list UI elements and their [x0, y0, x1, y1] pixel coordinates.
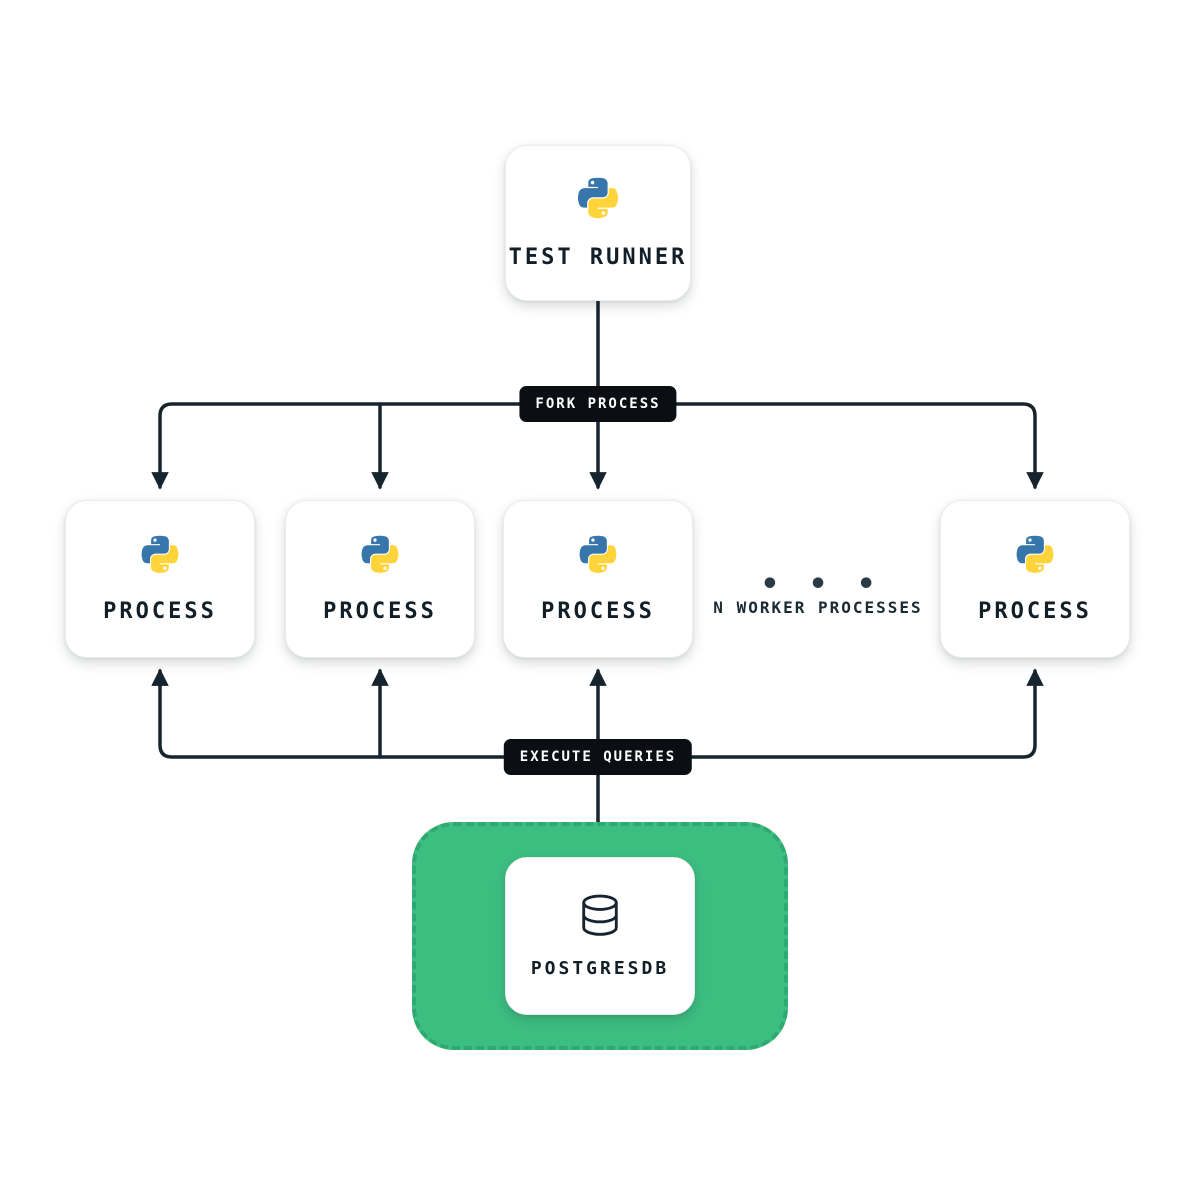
process-node-3: PROCESS	[503, 500, 693, 658]
execute-queries-label: EXECUTE QUERIES	[503, 739, 693, 775]
process-label: PROCESS	[323, 598, 437, 624]
python-icon	[575, 535, 621, 581]
process-node-4: PROCESS	[940, 500, 1130, 658]
process-label: PROCESS	[541, 598, 655, 624]
process-label: PROCESS	[978, 598, 1092, 624]
database-icon	[577, 894, 623, 944]
workers-annotation: • • • N WORKER PROCESSES	[700, 567, 936, 618]
postgres-node: POSTGRESDB	[505, 857, 695, 1015]
workers-annotation-label: N WORKER PROCESSES	[713, 598, 923, 617]
process-label: PROCESS	[103, 598, 217, 624]
python-icon	[357, 535, 403, 581]
fork-process-label: FORK PROCESS	[519, 386, 677, 422]
arrow-fork-to-process-1	[151, 402, 600, 490]
process-node-1: PROCESS	[65, 500, 255, 658]
test-runner-node: TEST RUNNER	[505, 145, 691, 301]
arrow-queries-from-process-4	[596, 668, 1044, 759]
arrow-fork-to-process-4	[596, 402, 1044, 490]
python-icon	[573, 177, 623, 227]
python-icon	[1012, 535, 1058, 581]
python-icon	[137, 535, 183, 581]
process-node-2: PROCESS	[285, 500, 475, 658]
test-runner-label: TEST RUNNER	[508, 244, 688, 270]
postgres-label: POSTGRESDB	[530, 957, 670, 979]
ellipsis-dots: • • •	[760, 567, 882, 602]
arrow-queries-from-process-1	[151, 668, 600, 759]
